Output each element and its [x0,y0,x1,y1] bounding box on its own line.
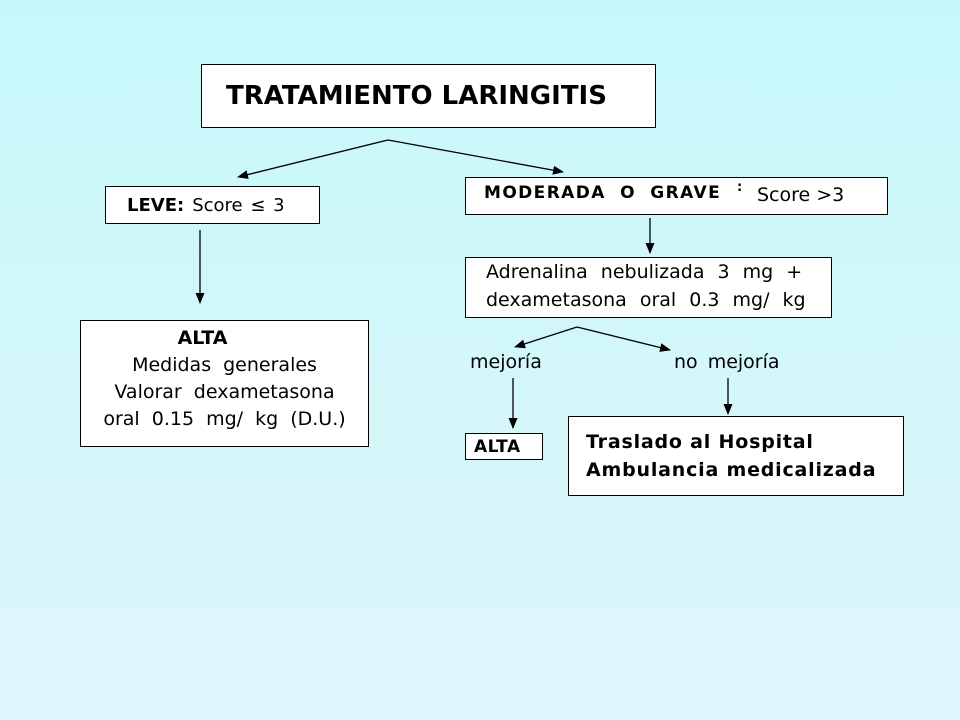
treatment-line-2: dexametasona oral 0.3 mg/ kg [486,289,806,311]
treatment-line-1: Adrenalina nebulizada 3 mg + [486,261,803,283]
alta-leve-line-1: Medidas generales [132,354,317,376]
alta-mejoria-label: ALTA [474,436,521,457]
leve-label: LEVE: [127,194,185,216]
alta-leve-line-2: Valorar dexametasona [114,381,335,403]
transfer-box: Traslado al Hospital Ambulancia medicali… [568,416,904,496]
transfer-line-2: Ambulancia medicalizada [586,459,877,481]
arrow-title-to-leve [237,139,389,179]
title-box: TRATAMIENTO LARINGITIS [201,64,656,128]
mejoria-label: mejoría [470,351,542,373]
moderada-box: MODERADA O GRAVE : Score >3 [465,177,888,215]
moderada-score: Score >3 [757,184,845,206]
alta-mejoria-box: ALTA [465,433,543,460]
moderada-label: MODERADA O GRAVE [484,183,722,203]
alta-leve-line-3: oral 0.15 mg/ kg (D.U.) [103,408,346,430]
diagram-title: TRATAMIENTO LARINGITIS [226,81,607,111]
transfer-line-1: Traslado al Hospital [586,431,814,453]
alta-leve-title: ALTA [177,327,228,349]
alta-leve-box: ALTA Medidas generales Valorar dexametas… [80,320,369,447]
arrow-treatment-to-mejoria [514,326,578,349]
moderada-colon: : [737,180,743,195]
leve-box: LEVE: Score ≤ 3 [105,186,320,224]
arrow-treatment-to-no-mejoria [576,326,671,352]
treatment-box: Adrenalina nebulizada 3 mg + dexametason… [465,257,832,318]
arrow-title-to-moderada [387,139,564,175]
no-mejoria-label: no mejoría [674,351,780,373]
leve-score: Score ≤ 3 [192,194,285,216]
